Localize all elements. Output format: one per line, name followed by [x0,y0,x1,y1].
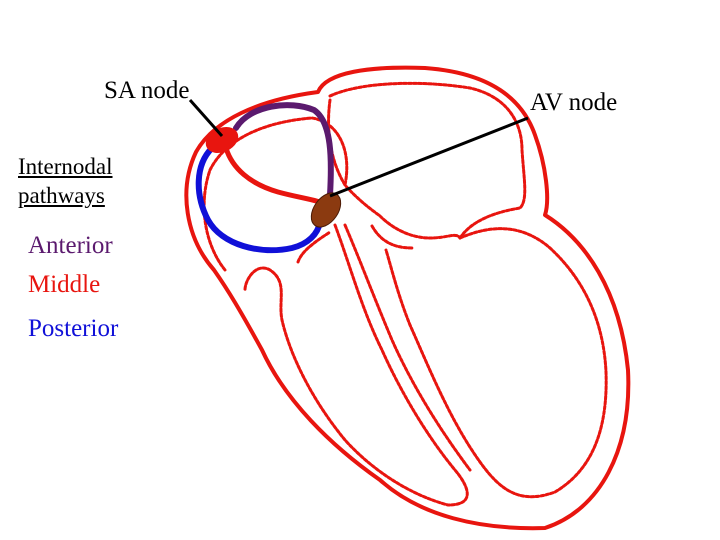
middle-internodal-pathway [223,145,331,208]
sa-node-pointer [188,99,224,137]
right-atrium-wall [202,116,349,272]
legend-middle: Middle [28,271,101,298]
av-valve-left [378,214,462,240]
interventricular-septum [343,223,472,472]
interatrial-septum [327,98,382,218]
internodal-pathways-label: Internodal pathways [18,154,113,208]
anterior-internodal-pathway [233,102,334,198]
av-node-pointer [329,116,529,198]
left-atrium-wall [328,81,527,240]
sa-node-label: SA node [104,77,190,104]
av-valve-right [370,224,414,250]
av-node [310,192,342,228]
av-node-label: AV node [530,89,618,116]
heart-outer-wall [184,65,631,531]
legend-anterior: Anterior [28,232,113,259]
right-ventricle-wall [243,223,469,507]
posterior-internodal-pathway [195,145,323,254]
sa-node [205,126,239,154]
left-ventricle-wall [384,227,608,499]
legend-posterior: Posterior [28,315,119,342]
tricuspid-valve [296,230,332,264]
